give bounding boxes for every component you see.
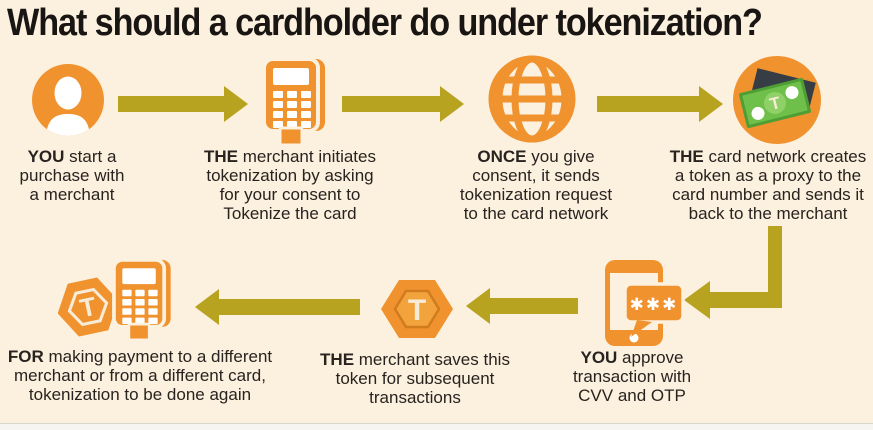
step-caption-5: YOU approve transaction with CVV and OTP — [573, 348, 691, 405]
flow-arrow-left-2 — [195, 289, 360, 325]
caption-text: you give consent, it sends tokenization … — [459, 147, 613, 223]
globe-icon — [488, 55, 576, 143]
step-caption-4: THE card network creates a token as a pr… — [670, 147, 867, 223]
caption-bold-word: THE — [669, 147, 704, 166]
caption-text: start a purchase with a merchant — [19, 147, 125, 204]
caption-bold-word: ONCE — [477, 147, 527, 166]
step-caption-7: FOR making payment to a different mercha… — [8, 347, 272, 404]
caption-text: approve transaction with CVV and OTP — [572, 348, 692, 405]
banknote-token-icon: T — [733, 56, 821, 144]
flow-arrow-right-2 — [342, 86, 464, 122]
pos-terminal-icon — [263, 58, 325, 147]
caption-text: making payment to a different merchant o… — [14, 347, 273, 404]
otp-asterisks: ✱✱✱ — [630, 295, 679, 315]
caption-bold-word: FOR — [7, 347, 44, 366]
token-pos-terminal-icon: T — [58, 258, 171, 342]
flow-arrow-down-left — [684, 226, 782, 319]
flow-arrow-right-1 — [118, 86, 248, 122]
caption-text: card network creates a token as a proxy … — [672, 147, 867, 223]
token-letter: T — [408, 294, 426, 327]
step-caption-6: THE merchant saves this token for subseq… — [320, 350, 510, 407]
token-letter: T — [77, 291, 99, 324]
flow-arrow-right-3 — [597, 86, 723, 122]
person-icon — [32, 64, 104, 136]
caption-bold-word: YOU — [27, 147, 65, 166]
step-caption-3: ONCE you give consent, it sends tokeniza… — [460, 147, 612, 223]
smartphone-otp-icon: ✱✱✱ — [605, 260, 685, 346]
bottom-strip — [0, 423, 873, 430]
caption-bold-word: THE — [320, 350, 355, 369]
step-caption-2: THE merchant initiates tokenization by a… — [204, 147, 376, 223]
token-hexagon-icon: T — [381, 280, 453, 338]
caption-bold-word: THE — [204, 147, 239, 166]
flow-arrow-left-1 — [466, 288, 578, 324]
caption-text: merchant initiates tokenization by askin… — [206, 147, 376, 223]
step-caption-1: YOU start a purchase with a merchant — [20, 147, 125, 204]
caption-bold-word: YOU — [580, 348, 618, 367]
caption-text: merchant saves this token for subsequent… — [335, 350, 510, 407]
page-title: What should a cardholder do under tokeni… — [7, 2, 763, 44]
